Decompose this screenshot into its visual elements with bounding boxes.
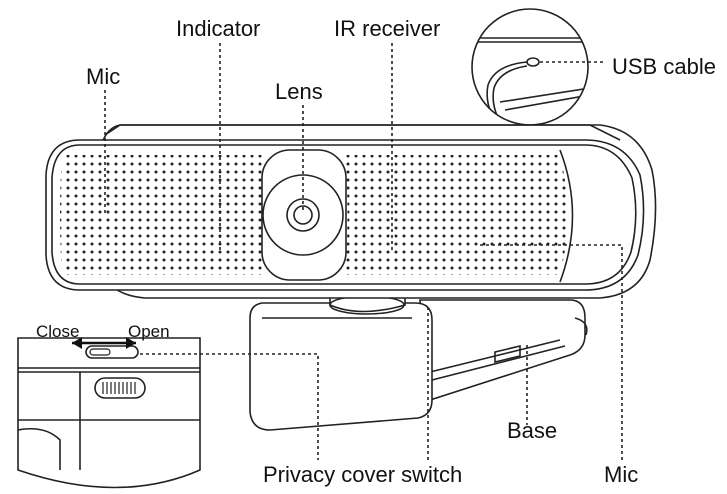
label-mic-right: Mic (604, 462, 638, 487)
label-indicator: Indicator (176, 16, 260, 41)
mic-grille-left (60, 155, 262, 275)
leader-lines (104, 43, 623, 460)
label-lens: Lens (275, 79, 323, 104)
privacy-switch-inset (17, 337, 201, 489)
lens (286, 198, 320, 232)
label-mic-left: Mic (86, 64, 120, 89)
lens-inner (293, 205, 313, 225)
label-ir-receiver: IR receiver (334, 16, 440, 41)
usb-cable-inset (471, 8, 589, 141)
label-privacy-cover-switch: Privacy cover switch (263, 462, 462, 487)
leader-privacy-switch (140, 353, 319, 460)
base (249, 299, 588, 431)
camera-body (45, 124, 657, 299)
label-base: Base (507, 418, 557, 443)
mic-grille-right (345, 155, 568, 275)
label-open: Open (128, 322, 170, 341)
label-close: Close (36, 322, 79, 341)
label-usb-cable: USB cable (612, 54, 716, 79)
